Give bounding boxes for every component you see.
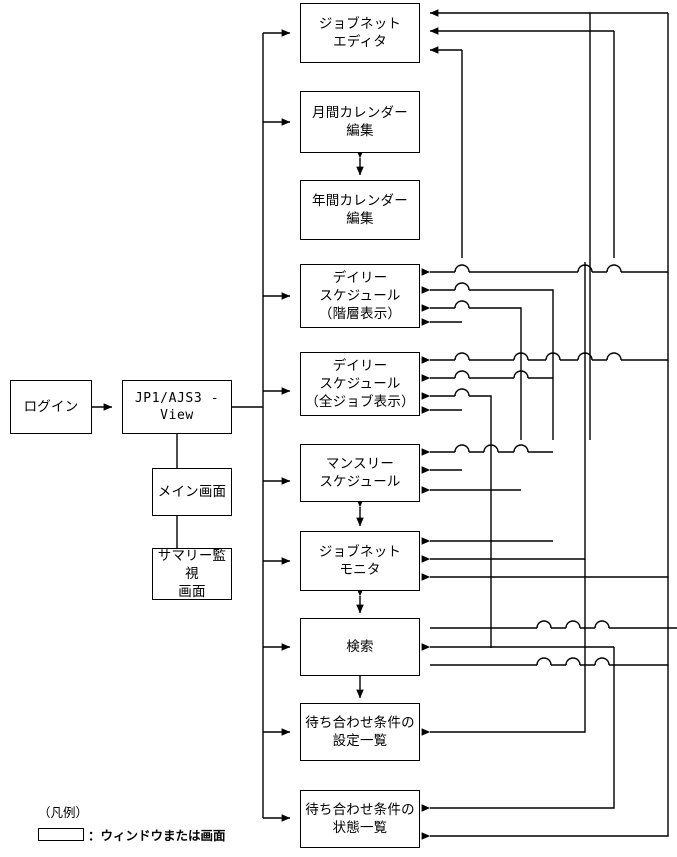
node-monthly-schedule-label: マンスリー スケジュール: [319, 456, 401, 489]
node-jp1-ajs3-view-label: JP1/AJS3 - View: [134, 390, 220, 423]
node-wait-condition-status-list[interactable]: 待ち合わせ条件の 状態一覧: [300, 790, 420, 848]
legend: （凡例） ：ウィンドウまたは画面: [38, 806, 226, 844]
node-login[interactable]: ログイン: [10, 380, 92, 434]
node-daily-schedule-hierarchy-label: デイリー スケジュール （階層表示）: [318, 270, 402, 321]
node-yearly-calendar-edit[interactable]: 年間カレンダー 編集: [300, 180, 420, 240]
node-monthly-schedule[interactable]: マンスリー スケジュール: [300, 444, 420, 502]
node-search[interactable]: 検索: [300, 618, 420, 676]
node-main-screen[interactable]: メイン画面: [152, 468, 232, 516]
node-monthly-calendar-edit-label: 月間カレンダー 編集: [312, 105, 408, 138]
node-search-label: 検索: [346, 639, 374, 655]
node-jobnet-monitor-label: ジョブネット モニタ: [318, 544, 402, 577]
node-daily-schedule-hierarchy[interactable]: デイリー スケジュール （階層表示）: [300, 264, 420, 328]
legend-window-box-text: ：ウィンドウまたは画面: [88, 829, 226, 843]
node-jobnet-editor-label: ジョブネット エディタ: [318, 16, 402, 49]
node-daily-schedule-all-jobs-label: デイリー スケジュール （全ジョブ表示）: [305, 358, 415, 409]
node-daily-schedule-all-jobs[interactable]: デイリー スケジュール （全ジョブ表示）: [300, 352, 420, 416]
node-main-screen-label: メイン画面: [157, 484, 227, 500]
legend-title: （凡例）: [38, 806, 89, 820]
node-summary-monitor-screen[interactable]: サマリー監視 画面: [152, 548, 232, 600]
node-yearly-calendar-edit-label: 年間カレンダー 編集: [312, 193, 408, 226]
legend-row: ：ウィンドウまたは画面: [38, 825, 226, 844]
node-jp1-ajs3-view[interactable]: JP1/AJS3 - View: [122, 380, 232, 434]
node-wait-condition-status-list-label: 待ち合わせ条件の 状態一覧: [305, 802, 415, 835]
node-monthly-calendar-edit[interactable]: 月間カレンダー 編集: [300, 91, 420, 153]
legend-window-box-swatch: [38, 828, 84, 841]
node-jobnet-monitor[interactable]: ジョブネット モニタ: [300, 531, 420, 591]
node-login-label: ログイン: [23, 399, 79, 415]
node-summary-monitor-screen-label: サマリー監視 画面: [157, 548, 227, 599]
node-jobnet-editor[interactable]: ジョブネット エディタ: [300, 3, 420, 63]
node-wait-condition-settings-list[interactable]: 待ち合わせ条件の 設定一覧: [300, 703, 420, 761]
node-wait-condition-settings-list-label: 待ち合わせ条件の 設定一覧: [305, 715, 415, 748]
